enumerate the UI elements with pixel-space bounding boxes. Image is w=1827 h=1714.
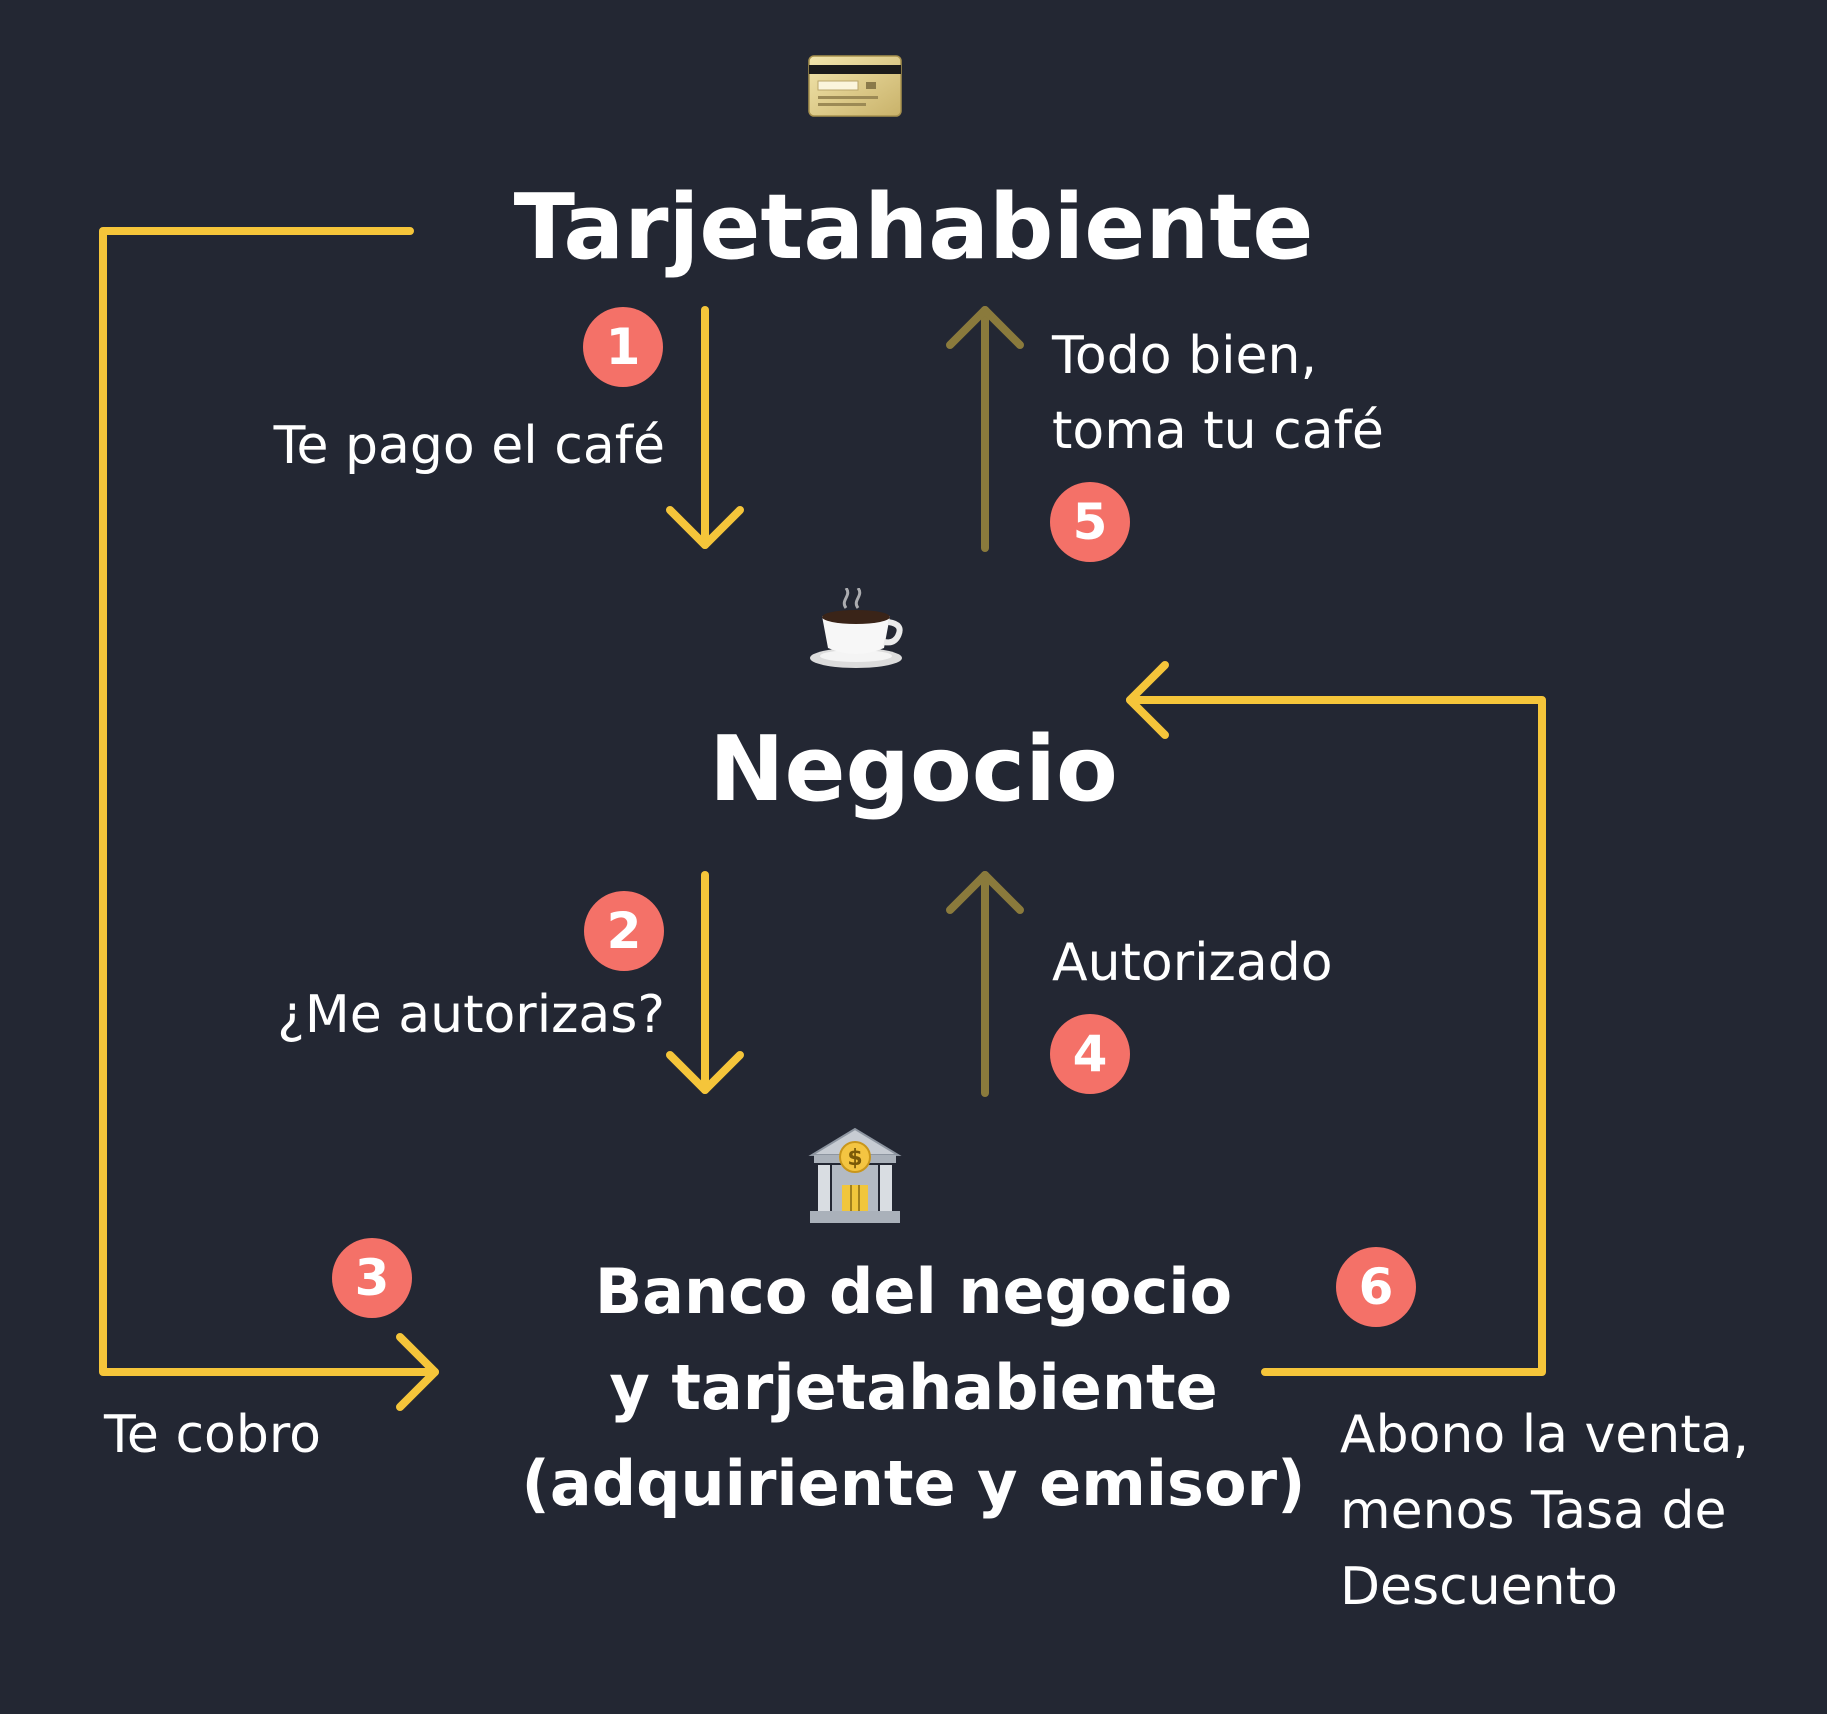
step-label-2: ¿Me autorizas? — [277, 985, 665, 1045]
arrow-step-6 — [1126, 661, 1546, 1376]
step-badge-1: 1 — [583, 307, 663, 387]
bank-title-line-1: Banco del negocio — [594, 1255, 1233, 1328]
step-badge-6: 6 — [1336, 1247, 1416, 1327]
coffee-cup-icon — [806, 587, 906, 670]
business-title: Negocio — [709, 717, 1118, 822]
arrow-step-3 — [99, 227, 439, 1411]
step-label-5-line-2: toma tu café — [1052, 401, 1384, 461]
credit-card-icon — [808, 55, 902, 117]
step-label-1: Te pago el café — [273, 416, 665, 476]
bank-title-line-3: (adquiriente y emisor) — [521, 1447, 1306, 1520]
step-label-3: Te cobro — [104, 1405, 321, 1465]
step-badge-2: 2 — [584, 891, 664, 971]
step-badge-5: 5 — [1050, 482, 1130, 562]
step-label-6-line-1: Abono la venta, — [1340, 1405, 1750, 1465]
arrow-step-4 — [946, 871, 1024, 1097]
cardholder-title: Tarjetahabiente — [513, 175, 1314, 280]
step-label-5-line-1: Todo bien, — [1052, 326, 1318, 386]
step-label-6-line-2: menos Tasa de — [1340, 1481, 1727, 1541]
bank-title-line-2: y tarjetahabiente — [609, 1351, 1218, 1424]
arrow-step-1 — [666, 306, 744, 549]
arrow-step-5 — [946, 306, 1024, 552]
arrow-step-2 — [666, 871, 744, 1094]
bank-icon: $ — [808, 1127, 902, 1225]
step-badge-3: 3 — [332, 1238, 412, 1318]
svg-text:$: $ — [847, 1146, 862, 1171]
step-label-6-line-3: Descuento — [1340, 1557, 1618, 1617]
step-badge-4: 4 — [1050, 1014, 1130, 1094]
step-label-4: Autorizado — [1052, 933, 1333, 993]
